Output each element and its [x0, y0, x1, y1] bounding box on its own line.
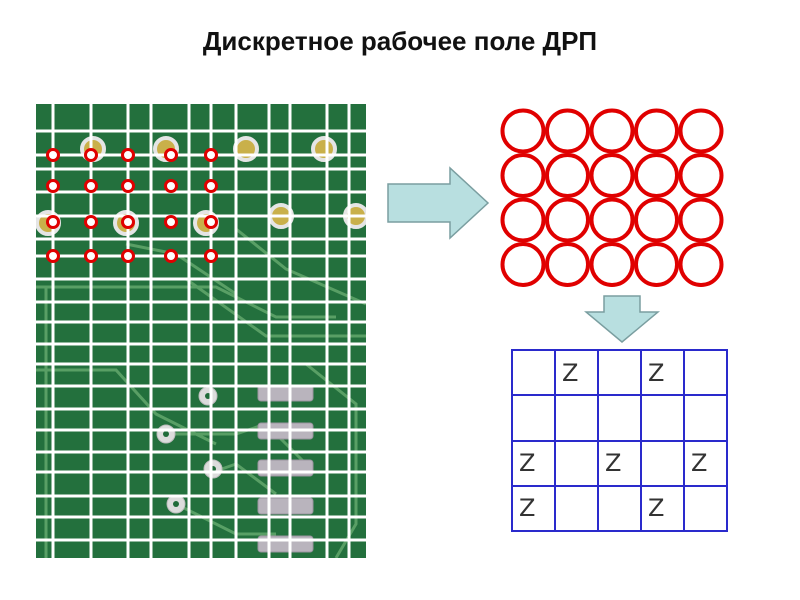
right-arrow-icon	[387, 166, 490, 240]
matrix-cell	[554, 394, 599, 442]
matrix-cell: Z	[683, 439, 728, 487]
slide-title: Дискретное рабочее поле ДРП	[202, 26, 598, 56]
cell-circle	[678, 153, 724, 198]
matrix-cell: Z	[554, 348, 599, 397]
cell-matrix: Z Z Z Z Z Z Z	[511, 348, 728, 533]
matrix-cell	[597, 394, 642, 442]
matrix-cell	[554, 439, 599, 487]
matrix-cell: Z	[640, 348, 685, 397]
cell-circle	[678, 242, 724, 287]
cell-circle	[545, 108, 590, 154]
cell-circle	[589, 242, 635, 287]
cell-circle	[500, 153, 546, 198]
down-arrow-icon	[584, 295, 660, 343]
cell-circle	[634, 153, 679, 198]
matrix-row	[511, 394, 728, 442]
matrix-row: Z Z	[511, 484, 728, 533]
cell-circle	[500, 197, 546, 243]
cell-circle	[589, 153, 635, 198]
matrix-cell	[683, 484, 728, 533]
matrix-cell	[511, 394, 556, 442]
matrix-cell	[640, 439, 685, 487]
red-markers	[46, 148, 218, 263]
matrix-cell	[640, 394, 685, 442]
cell-circle	[500, 108, 546, 154]
cell-circle	[634, 242, 679, 287]
cell-circle	[678, 197, 724, 243]
matrix-cell	[554, 484, 599, 533]
matrix-cell	[597, 348, 642, 397]
matrix-cell: Z	[640, 484, 685, 533]
cell-circle	[589, 108, 635, 154]
pcb-photo-with-grid	[36, 104, 366, 558]
cell-circle	[500, 242, 546, 287]
discrete-cell-circles	[500, 108, 724, 287]
cell-circle	[634, 197, 679, 243]
cell-circle	[545, 197, 590, 243]
matrix-cell: Z	[597, 439, 642, 487]
matrix-cell: Z	[511, 439, 556, 487]
cell-circle	[545, 242, 590, 287]
matrix-row: Z Z	[511, 348, 728, 397]
matrix-cell	[597, 484, 642, 533]
matrix-cell	[683, 394, 728, 442]
cell-circle	[545, 153, 590, 198]
matrix-cell: Z	[511, 484, 556, 533]
cell-circle	[634, 108, 679, 154]
cell-circle	[678, 108, 724, 154]
matrix-cell	[683, 348, 728, 397]
cell-circle	[589, 197, 635, 243]
matrix-row: Z Z Z	[511, 439, 728, 487]
matrix-cell	[511, 348, 556, 397]
